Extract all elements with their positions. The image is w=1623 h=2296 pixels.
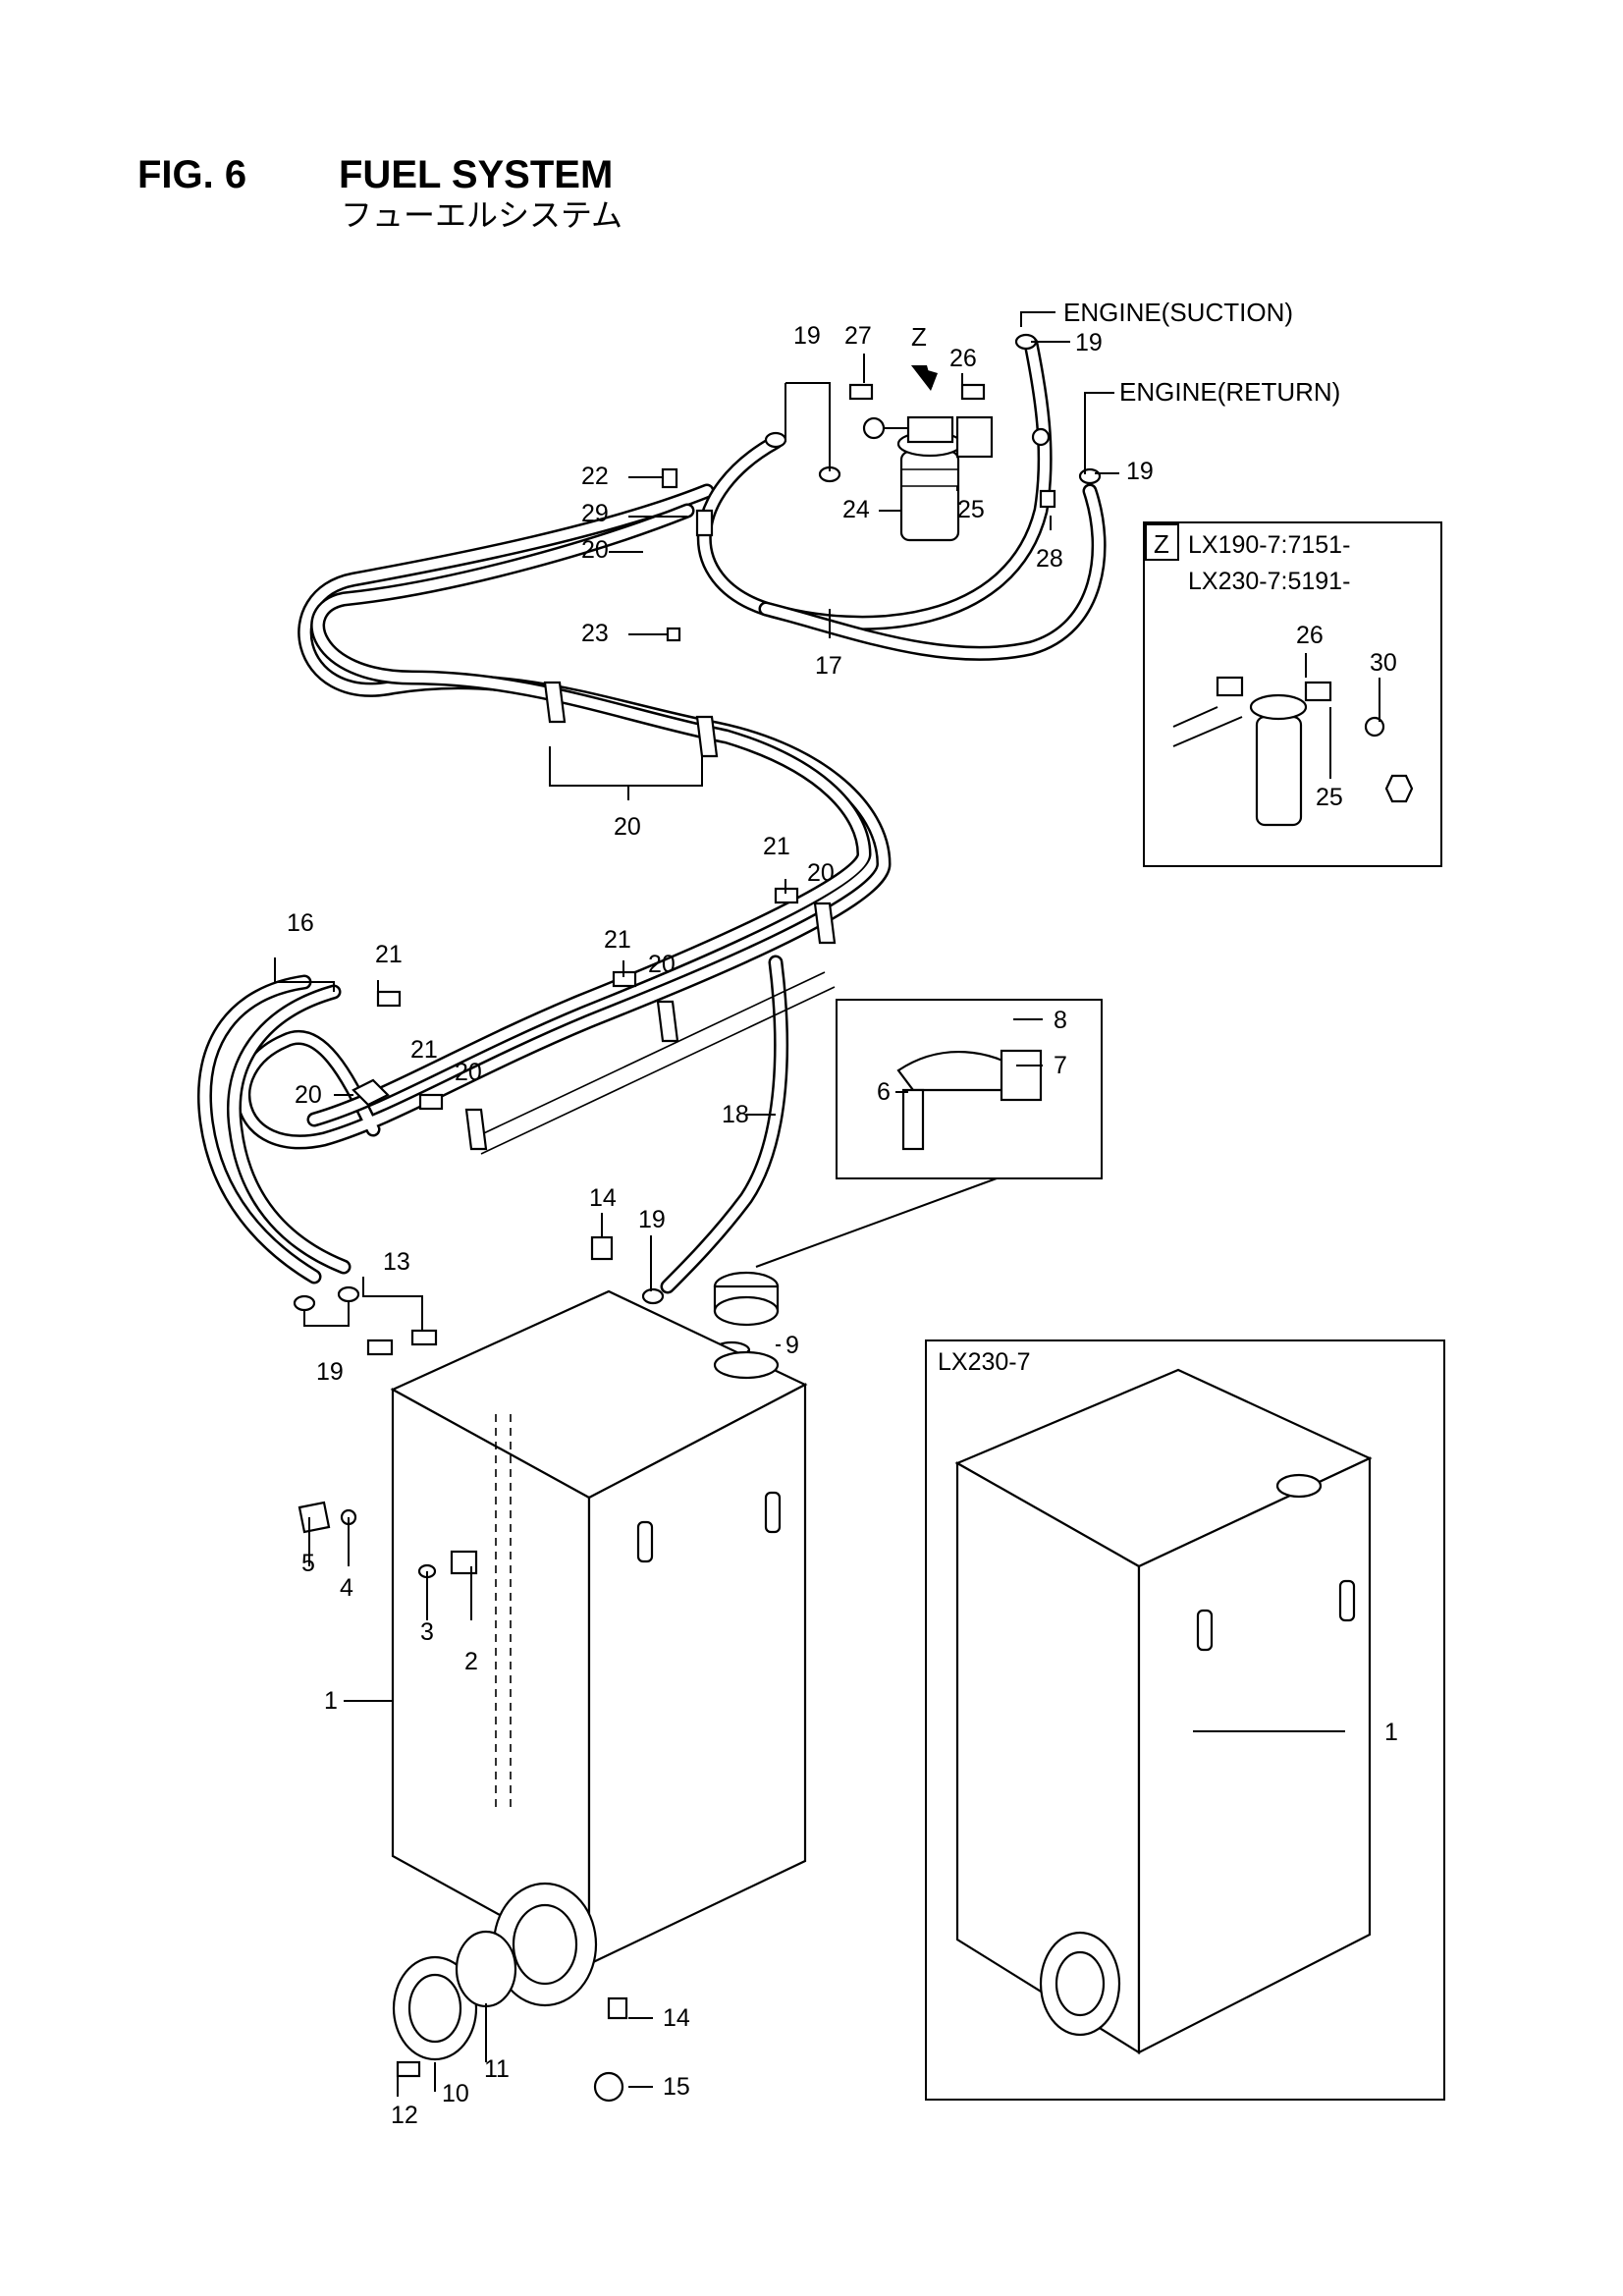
fuel-tank — [390, 1289, 808, 2103]
callout-labels: ENGINE(SUCTION) ENGINE(RETURN) Z — [911, 298, 1340, 407]
part-20-middle-label: 20 — [614, 813, 641, 841]
figure-subtitle: フューエルシステム — [341, 197, 623, 233]
part-12-label: 12 — [391, 2102, 418, 2129]
inset-z-line2: LX230-7:5191- — [1188, 568, 1350, 595]
leader-lines — [274, 311, 1380, 2097]
part-22-label: 22 — [581, 463, 609, 490]
figure-title: FUEL SYSTEM — [339, 153, 614, 196]
inset-cap-box — [755, 999, 1103, 1268]
part-21-lower-label: 21 — [410, 1036, 438, 1064]
part-5-label: 5 — [301, 1550, 315, 1577]
part-14-upper-label: 14 — [589, 1184, 617, 1212]
inset-z-box — [1143, 521, 1442, 867]
part-20-right-label: 20 — [807, 859, 835, 887]
part-9-label: 9 — [785, 1332, 799, 1359]
engine-suction-label: ENGINE(SUCTION) — [1063, 298, 1293, 327]
part-21-middle-label: 21 — [604, 926, 631, 954]
part-16-label: 16 — [287, 909, 314, 937]
inset-z-line1: LX190-7:7151- — [1188, 531, 1350, 559]
part-6-label: 6 — [877, 1078, 891, 1106]
part-25-inset-label: 25 — [1316, 784, 1343, 811]
engine-return-label: ENGINE(RETURN) — [1119, 377, 1340, 407]
part-21-left-label: 21 — [375, 941, 403, 968]
part-19-return-label: 19 — [1126, 458, 1154, 485]
part-20-lower-label: 20 — [455, 1059, 482, 1086]
part-14-lower-label: 14 — [663, 2004, 690, 2032]
part-numbers: 19 27 26 19 19 22 29 20 23 24 25 28 17 2… — [287, 322, 1398, 2129]
part-25-label: 25 — [957, 496, 985, 523]
part-20-upper-label: 20 — [581, 536, 609, 564]
part-20-center-label: 20 — [648, 951, 676, 978]
inset-z-labels: Z LX190-7:7151- LX230-7:5191- — [1154, 529, 1350, 595]
part-19-label: 19 — [793, 322, 821, 350]
part-13-label: 13 — [383, 1248, 410, 1276]
part-20-left-label: 20 — [295, 1081, 322, 1109]
part-2-label: 2 — [464, 1648, 478, 1675]
part-1-inset-label: 1 — [1384, 1719, 1398, 1746]
part-19-tank-label: 19 — [638, 1206, 666, 1233]
part-7-label: 7 — [1054, 1052, 1067, 1079]
part-17-label: 17 — [815, 652, 842, 680]
part-18-label: 18 — [722, 1101, 749, 1128]
figure-number: FIG. 6 — [137, 153, 247, 196]
inset-lx230-box — [925, 1339, 1445, 2101]
part-23-label: 23 — [581, 620, 609, 647]
inset-z-tag: Z — [1154, 529, 1169, 559]
view-z-arrow — [911, 365, 938, 391]
part-15-label: 15 — [663, 2073, 690, 2101]
part-21-upper-label: 21 — [763, 833, 790, 860]
part-26-inset-label: 26 — [1296, 622, 1324, 649]
part-11-label: 11 — [484, 2055, 510, 2083]
part-30-label: 30 — [1370, 649, 1397, 677]
part-1-label: 1 — [324, 1687, 338, 1715]
part-19-lower-label: 19 — [316, 1358, 344, 1386]
part-10-label: 10 — [442, 2080, 469, 2107]
part-8-label: 8 — [1054, 1007, 1067, 1034]
part-28-label: 28 — [1036, 545, 1063, 573]
fuel-hoses — [197, 336, 1107, 1294]
part-27-label: 27 — [844, 322, 872, 350]
part-26-label: 26 — [949, 345, 977, 372]
fuel-filter-assembly — [862, 415, 1051, 542]
view-z-label: Z — [911, 322, 927, 352]
part-24-label: 24 — [842, 496, 870, 523]
part-4-label: 4 — [340, 1574, 353, 1602]
part-29-label: 29 — [581, 500, 609, 527]
part-19-suction-label: 19 — [1075, 329, 1103, 356]
part-3-label: 3 — [420, 1618, 434, 1646]
inset-lx230-tag: LX230-7 — [938, 1348, 1031, 1376]
